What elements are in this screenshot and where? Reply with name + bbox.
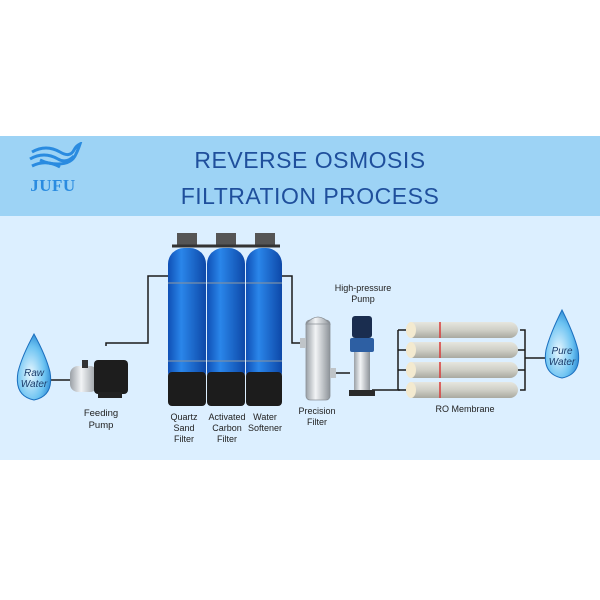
label-line: Filter bbox=[174, 434, 194, 444]
label-line: Filter bbox=[217, 434, 237, 444]
filter-tanks bbox=[168, 233, 282, 406]
membrane-vessel-icon bbox=[406, 342, 518, 358]
vertical-pump-icon bbox=[349, 316, 375, 396]
cartridge-housing-icon bbox=[300, 316, 336, 401]
precision-filter-label: Precision Filter bbox=[294, 406, 340, 428]
label-line: Pump bbox=[88, 420, 114, 431]
pipe-membrane-manifold-out bbox=[520, 329, 526, 391]
high-pressure-pump-label: High-pressure Pump bbox=[328, 283, 398, 305]
activated-carbon-filter-label: Activated Carbon Filter bbox=[202, 412, 252, 445]
horizontal-pump-icon bbox=[70, 360, 128, 398]
filter-tank-icon bbox=[168, 233, 206, 406]
label-line: Precision bbox=[298, 406, 336, 416]
label-line: Feeding bbox=[83, 408, 119, 419]
label-line: Softener bbox=[247, 423, 283, 433]
raw-water-drop-icon bbox=[16, 332, 52, 401]
label-line: Activated bbox=[208, 412, 246, 422]
water-softener-label: Water Softener bbox=[242, 412, 288, 434]
raw-water-line2: Water bbox=[20, 379, 48, 390]
filter-tank-icon bbox=[207, 233, 245, 406]
title-line-1: REVERSE OSMOSIS bbox=[194, 147, 426, 173]
ro-membranes bbox=[406, 322, 518, 398]
membrane-vessel-icon bbox=[406, 322, 518, 338]
brand-logo: JUFU bbox=[18, 141, 88, 202]
quartz-sand-filter-label: Quartz Sand Filter bbox=[162, 412, 206, 445]
label-line: High-pressure bbox=[334, 283, 392, 293]
label-line: Filter bbox=[307, 417, 327, 427]
membrane-vessel-icon bbox=[406, 382, 518, 398]
pure-water-drop-icon bbox=[544, 308, 580, 379]
label-line: Sand bbox=[173, 423, 195, 433]
pipe-pump-to-tanks bbox=[105, 275, 170, 346]
label-line: Carbon bbox=[212, 423, 242, 433]
label-line: Pump bbox=[351, 294, 375, 304]
title-line-2: FILTRATION PROCESS bbox=[180, 183, 440, 209]
raw-water-line1: Raw bbox=[23, 368, 44, 379]
raw-water-label: Raw Water bbox=[14, 368, 54, 390]
brand-name: JUFU bbox=[30, 176, 76, 195]
label-line: Quartz bbox=[170, 412, 198, 422]
pure-water-label: Pure Water bbox=[542, 346, 582, 368]
whale-wave-icon bbox=[29, 141, 83, 169]
label-line: Water bbox=[253, 412, 277, 422]
title-banner bbox=[0, 136, 600, 216]
pure-water-line1: Pure bbox=[551, 346, 573, 357]
ro-membrane-label: RO Membrane bbox=[435, 404, 495, 414]
filter-tank-icon bbox=[246, 233, 282, 406]
pipe-tanks-to-precision bbox=[278, 275, 302, 344]
membrane-vessel-icon bbox=[406, 362, 518, 378]
feeding-pump-label: Feeding Pump bbox=[76, 408, 126, 432]
pure-water-line2: Water bbox=[548, 357, 576, 368]
